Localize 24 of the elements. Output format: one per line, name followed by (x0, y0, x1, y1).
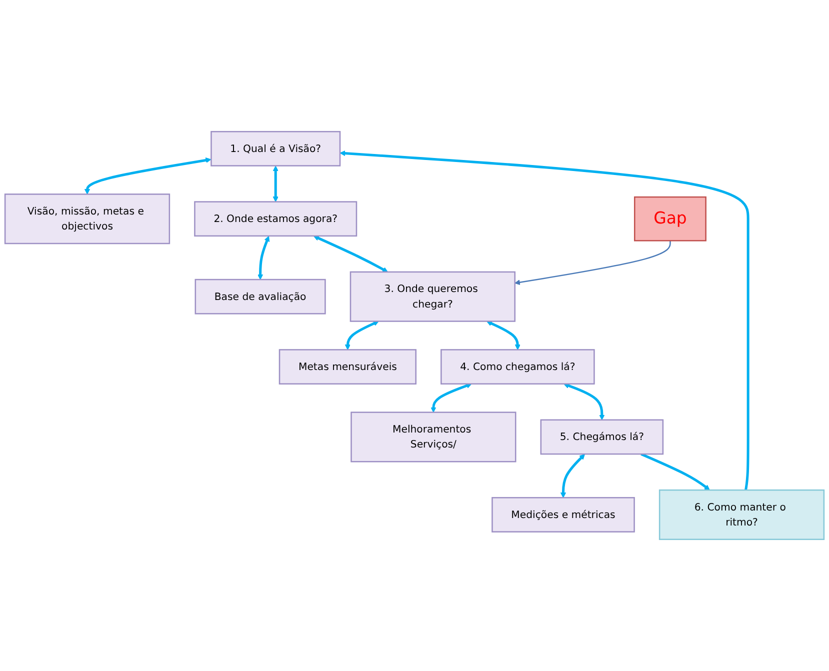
node-box: Melhoramentos Serviços/ (350, 412, 516, 462)
arrow (514, 240, 671, 286)
arrow (84, 158, 212, 194)
arrow (640, 452, 710, 490)
arrow (564, 383, 605, 420)
arrow (430, 383, 472, 413)
node-box: 3. Onde queremos chegar? (350, 271, 516, 322)
node-box: 2. Onde estamos agora? (194, 201, 358, 237)
node-box: 4. Como chegamos lá? (440, 349, 595, 384)
node-box: Gap (634, 196, 706, 242)
node-box: Visão, missão, metas e objectivos (4, 194, 170, 244)
node-box: 6. Como manter o ritmo? (658, 489, 825, 540)
node-box: 5. Chegámos lá? (540, 419, 664, 455)
node-box: 1. Qual é a Visão? (210, 130, 341, 166)
arrow (258, 236, 270, 280)
arrow (272, 166, 278, 202)
node-box: Base de avaliação (194, 278, 326, 314)
arrow (340, 150, 750, 490)
node-box: Medições e métricas (492, 497, 635, 532)
arrow (344, 320, 379, 350)
arrow (486, 320, 520, 350)
arrow (313, 236, 388, 272)
node-box: Metas mensuráveis (278, 349, 416, 384)
arrow (560, 454, 585, 498)
